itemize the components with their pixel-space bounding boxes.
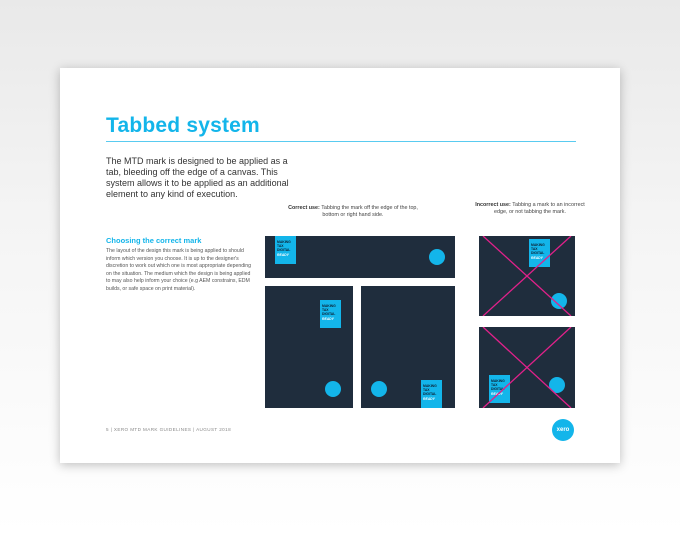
xero-dot-icon (549, 377, 565, 393)
xero-dot-icon (371, 381, 387, 397)
cross-out-icon (482, 236, 572, 316)
xero-dot-icon (325, 381, 341, 397)
page-footer: 5 | XERO MTD MARK GUIDELINES | AUGUST 20… (106, 427, 232, 432)
guideline-page: Tabbed system The MTD mark is designed t… (60, 68, 620, 463)
correct-use-label: Correct use: (288, 205, 320, 211)
xero-logo: xero (552, 419, 574, 441)
xero-dot-icon (429, 249, 445, 265)
incorrect-use-text: Tabbing a mark to an incorrect edge, or … (494, 202, 585, 215)
incorrect-use-caption: Incorrect use: Tabbing a mark to an inco… (475, 202, 585, 216)
incorrect-use-label: Incorrect use: (475, 202, 511, 208)
cross-out-icon (482, 327, 572, 408)
section-heading: Choosing the correct mark (106, 236, 202, 245)
title-divider (106, 141, 576, 142)
correct-use-caption: Correct use: Tabbing the mark off the ed… (288, 205, 418, 219)
section-body: The layout of the design this mark is be… (106, 248, 252, 292)
xero-dot-icon (551, 293, 567, 309)
page-title: Tabbed system (106, 114, 260, 137)
correct-use-text: Tabbing the mark off the edge of the top… (321, 205, 418, 218)
intro-paragraph: The MTD mark is designed to be applied a… (106, 156, 289, 199)
